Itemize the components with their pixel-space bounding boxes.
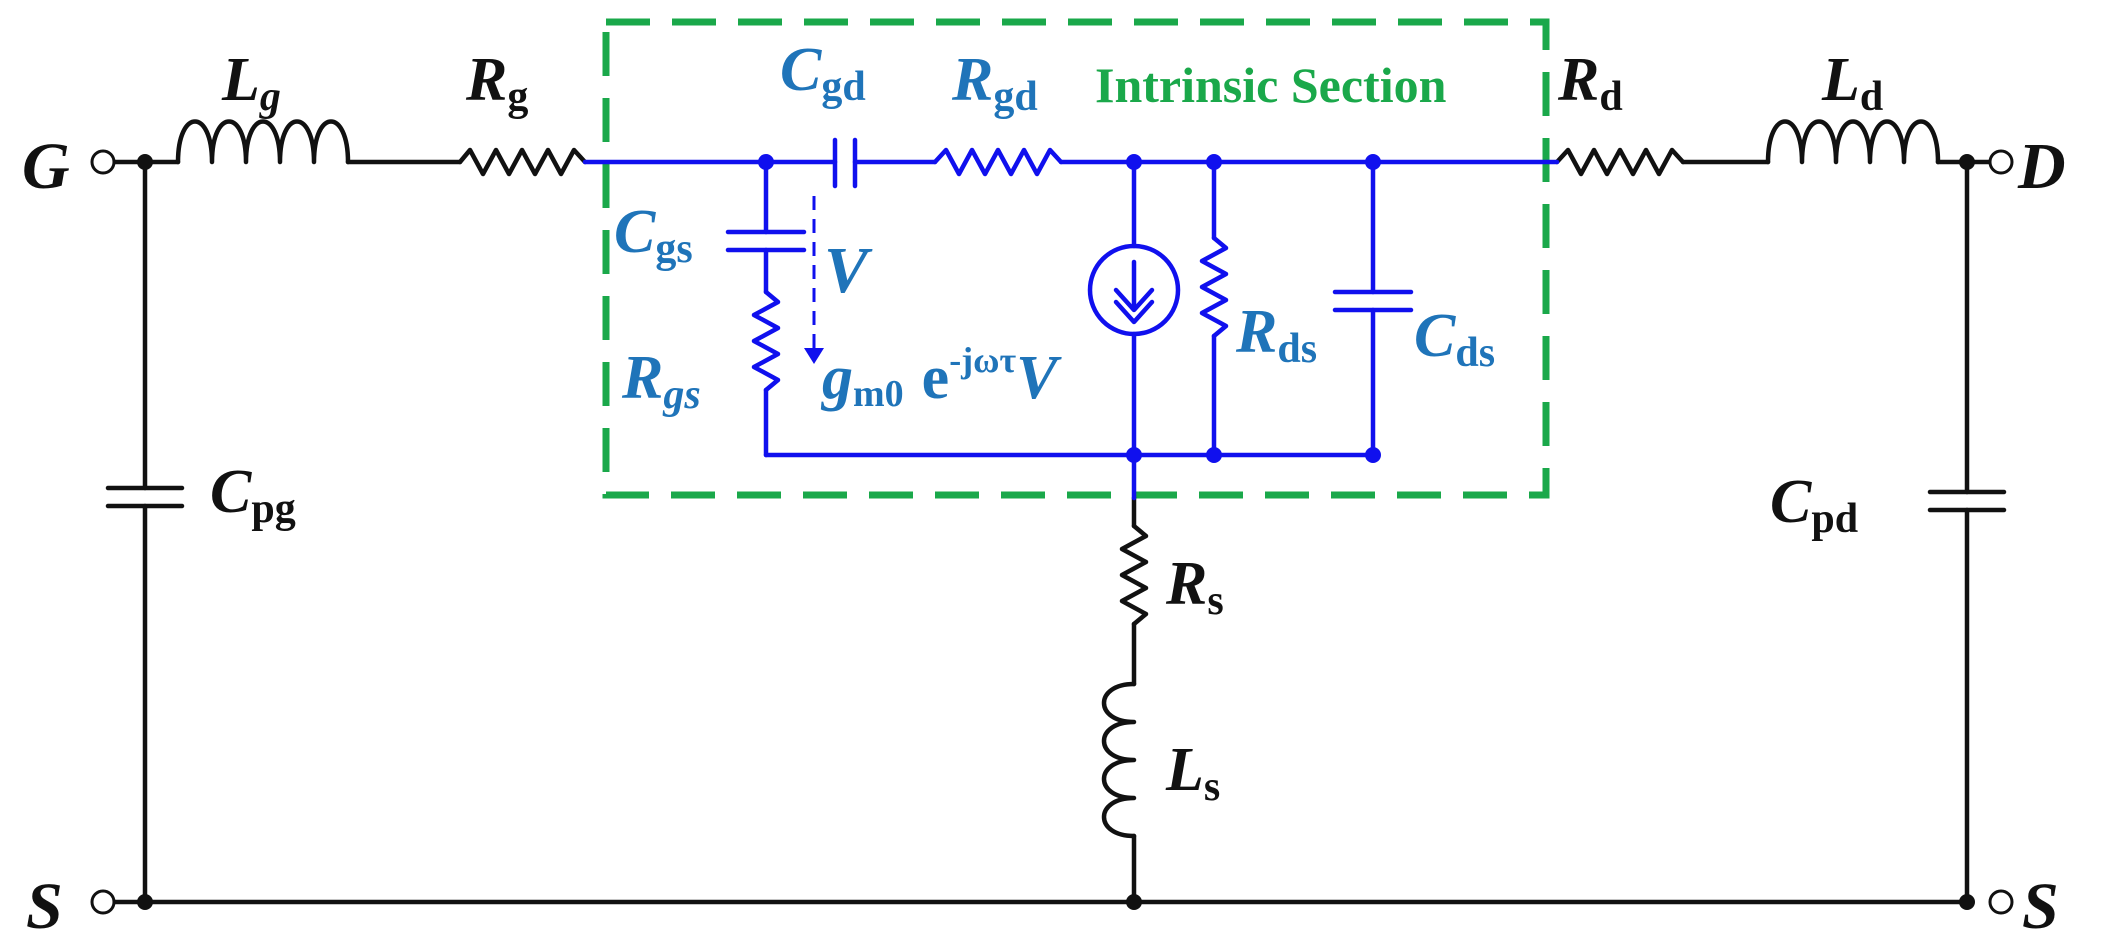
label-lg: Lg bbox=[221, 46, 281, 120]
junction-dot bbox=[1959, 154, 1975, 170]
resistor-rds bbox=[1199, 235, 1229, 339]
resistor-rgs bbox=[751, 289, 781, 393]
current-source-arrow-icon bbox=[1113, 259, 1155, 325]
junction-dot bbox=[137, 894, 153, 910]
resistor-rs bbox=[1119, 523, 1149, 627]
label-ls: Ls bbox=[1165, 736, 1220, 810]
label-rgs: Rgs bbox=[621, 344, 701, 418]
label-cgs: Cgs bbox=[614, 198, 693, 272]
junction-dot bbox=[1365, 447, 1381, 463]
source-left-terminal-label: S bbox=[26, 870, 63, 943]
junction-dot bbox=[137, 154, 153, 170]
resistor-rgd bbox=[932, 147, 1064, 177]
source-left-terminal-icon bbox=[90, 889, 116, 915]
gate-terminal-icon bbox=[90, 149, 116, 175]
source-right-terminal-label: S bbox=[2022, 870, 2059, 943]
junction-dot bbox=[1206, 447, 1222, 463]
junction-dot bbox=[1126, 154, 1142, 170]
junction-dot bbox=[1126, 447, 1142, 463]
intrinsic-wiring bbox=[582, 137, 1560, 501]
junction-dot bbox=[1206, 154, 1222, 170]
intrinsic-section-box bbox=[602, 18, 1550, 499]
inductor-ls bbox=[1101, 681, 1137, 839]
control-voltage-arrowhead-icon bbox=[804, 348, 824, 364]
resistor-rd bbox=[1554, 147, 1686, 177]
label-rd: Rd bbox=[1557, 46, 1623, 120]
label-rgd: Rgd bbox=[951, 46, 1038, 120]
capacitor-cpd bbox=[1927, 489, 2007, 513]
intrinsic-section-label: Intrinsic Section bbox=[1095, 57, 1447, 113]
source-right-terminal-icon bbox=[1988, 889, 2014, 915]
label-ld: Ld bbox=[1821, 46, 1883, 120]
capacitor-cpg bbox=[105, 485, 185, 509]
drain-terminal-icon bbox=[1988, 149, 2014, 175]
inductor-lg bbox=[175, 119, 351, 165]
label-rds: Rds bbox=[1235, 298, 1317, 372]
capacitor-cgd bbox=[832, 137, 858, 189]
label-rg: Rg bbox=[465, 46, 528, 120]
junction-dot bbox=[1365, 154, 1381, 170]
label-cgd: Cgd bbox=[780, 36, 866, 110]
label-cpg: Cpg bbox=[210, 458, 296, 532]
gate-terminal-label: G bbox=[22, 130, 70, 203]
junction-dot bbox=[758, 154, 774, 170]
label-cds: Cds bbox=[1414, 302, 1495, 376]
label-cpd: Cpd bbox=[1770, 468, 1858, 542]
capacitor-cgs bbox=[725, 229, 807, 253]
label-rs: Rs bbox=[1165, 550, 1224, 624]
terminal-circles bbox=[90, 149, 2014, 915]
drain-terminal-label: D bbox=[2017, 130, 2066, 203]
extrinsic-wiring bbox=[105, 119, 2007, 905]
label-control-voltage: V bbox=[824, 234, 873, 307]
capacitor-cds bbox=[1332, 289, 1414, 313]
inductor-ld bbox=[1765, 119, 1941, 165]
junction-dot bbox=[1959, 894, 1975, 910]
junction-dots bbox=[137, 154, 1975, 910]
resistor-rg bbox=[457, 147, 588, 177]
junction-dot bbox=[1126, 894, 1142, 910]
